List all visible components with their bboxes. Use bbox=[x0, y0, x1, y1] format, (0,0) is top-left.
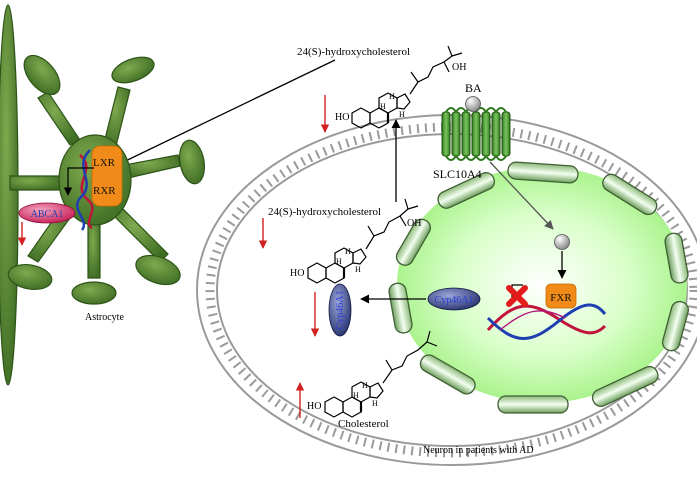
top-h-label-3: H bbox=[399, 110, 405, 119]
dna-helix-icon bbox=[486, 303, 607, 340]
hydroxy-top-label: 24(S)-hydroxycholesterol bbox=[297, 46, 410, 58]
ba-label: BA bbox=[465, 81, 482, 95]
abca1-transporter bbox=[18, 202, 76, 224]
nucleus bbox=[388, 161, 690, 414]
neuron-label: Neuron in patients with AD bbox=[423, 445, 534, 456]
mid-h-label: H bbox=[336, 257, 342, 266]
cholesterol-label: Cholesterol bbox=[338, 418, 389, 430]
cholesterol-ho-label: HO bbox=[307, 401, 321, 412]
cyp-enzyme-label: Cyp46A1 bbox=[435, 295, 474, 306]
top-oh-label: OH bbox=[452, 62, 466, 73]
hydroxy-to-lxr-arrow bbox=[114, 59, 336, 167]
rxr-label: RXR bbox=[93, 185, 116, 197]
fxr-label: FXR bbox=[550, 292, 572, 304]
ba-entry-arrow bbox=[489, 161, 554, 230]
ba-ball-icon bbox=[465, 96, 481, 112]
nucleus-body bbox=[397, 167, 687, 403]
cyp46a1-protein bbox=[328, 283, 352, 337]
ba-intracellular-ball-icon bbox=[554, 234, 570, 250]
mid-h-label-2: H bbox=[345, 247, 351, 256]
blood-vessel-process bbox=[0, 4, 19, 386]
lxr-rxr-receptor bbox=[91, 145, 123, 207]
cholesterol-h-label: H bbox=[353, 391, 359, 400]
cyp-protein-label: Cyp46A1 bbox=[335, 291, 346, 330]
nuclear-pores bbox=[388, 161, 690, 414]
hydroxycholesterol-top-molecule: H H H bbox=[350, 45, 463, 130]
top-h-label: H bbox=[380, 102, 386, 111]
transporter-label: SLC10A4 bbox=[433, 167, 482, 181]
cholesterol-h-label-3: H bbox=[372, 399, 378, 408]
astrocyte-label: Astrocyte bbox=[85, 312, 124, 323]
slc10a4-transporter bbox=[441, 107, 511, 161]
fxr-receptor bbox=[545, 283, 577, 309]
top-ho-label: HO bbox=[335, 112, 349, 123]
top-h-label-2: H bbox=[389, 92, 395, 101]
promoter-arrow bbox=[511, 284, 523, 302]
lxr-transcription-arrow bbox=[63, 167, 94, 196]
cholesterol-molecule: H H H bbox=[323, 330, 438, 419]
mid-h-label-3: H bbox=[355, 265, 361, 274]
hydroxycholesterol-mid-molecule: H H H bbox=[306, 198, 419, 285]
hydroxy-mid-label: 24(S)-hydroxycholesterol bbox=[268, 206, 381, 218]
abca1-label: ABCA1 bbox=[31, 209, 64, 220]
mid-ho-label: HO bbox=[290, 268, 304, 279]
cyp46a1-enzyme bbox=[427, 287, 481, 311]
lxr-label: LXR bbox=[93, 157, 116, 169]
neuron-membrane-beads bbox=[205, 122, 697, 458]
red-cross-icon bbox=[506, 285, 528, 307]
mid-oh-label: OH bbox=[407, 218, 421, 229]
cholesterol-h-label-2: H bbox=[362, 381, 368, 390]
